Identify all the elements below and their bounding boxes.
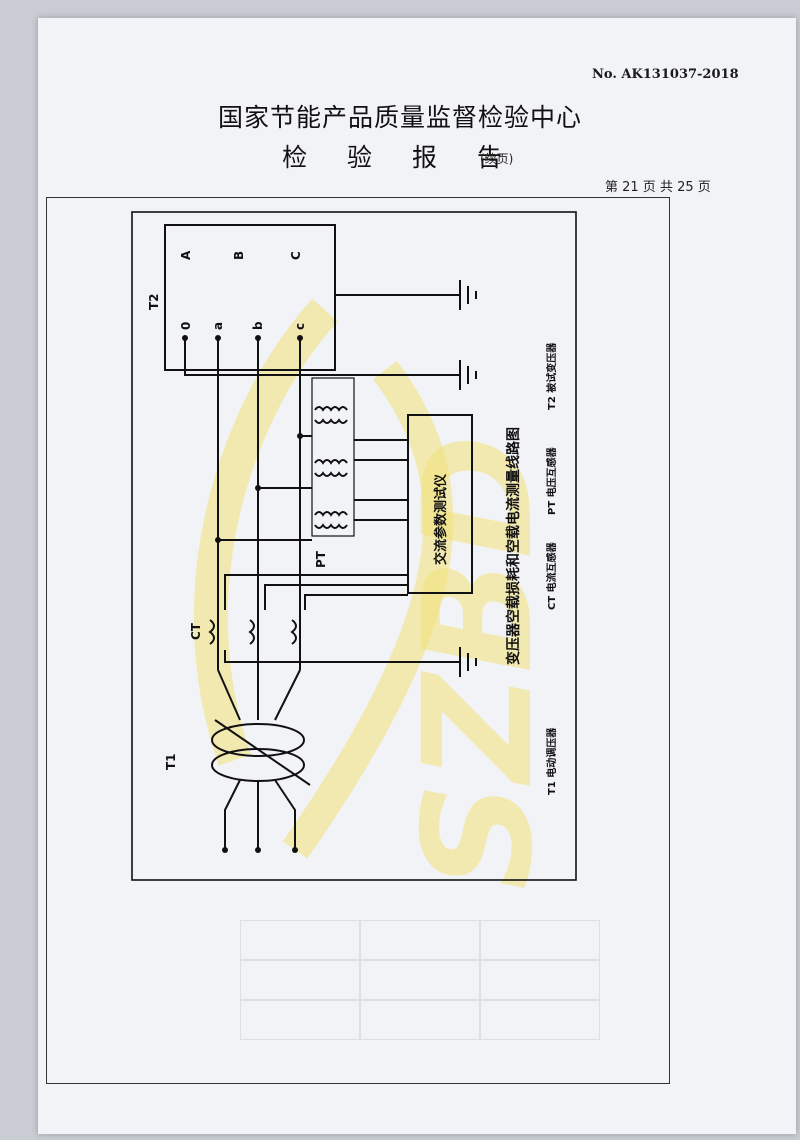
t1-label: T1 [164,753,178,770]
diagram-border [131,211,577,881]
organization-name: 国家节能产品质量监督检验中心 [217,103,582,132]
junction-dots [182,335,303,853]
analyzer-label: 交流参数测试仪 [433,473,449,565]
watermark-swoosh-left [193,298,338,766]
t1-input-c [274,669,301,721]
ct-label: CT [189,622,203,640]
legend-pt: PT 电压互感器 [545,446,558,515]
t1-input-a [217,669,241,721]
diagram-title: 变压器空载损耗和空载电流测量线路图 [505,427,522,665]
content-frame [46,197,670,1084]
show-through-table [240,920,600,1040]
ct-ground-wire [224,650,460,663]
t1-coil-lower [211,748,305,782]
t1-coil-upper [211,723,305,757]
circuit-diagram: A B C 0 a b c T2 CT PT T1 交流参数测试仪 变压器空载损… [131,211,577,881]
analyzer-box [407,414,473,594]
continued-note: (续页) [480,152,514,166]
report-number: No. AK131037-2018 [592,67,739,82]
ct-coils [208,619,297,645]
ct-to-analyzer-2 [264,584,408,610]
t1-arrow [214,719,311,786]
terminal-A-label: A [179,250,193,260]
terminal-c-label: c [293,323,307,330]
pt-coils [311,377,355,537]
t2-transformer-box [164,224,336,371]
legend-t1: T1 电动调压器 [545,727,558,795]
t1-output-c [274,779,296,850]
t1-output-a [224,779,241,850]
pt-label: PT [314,550,328,568]
report-title: 检 验 报 告 [282,143,518,172]
terminal-C-label: C [289,251,303,260]
terminal-b-label: b [251,321,265,330]
t2-label: T2 [147,293,161,310]
terminal-a-label: a [211,322,225,330]
terminal-0-label: 0 [179,322,193,330]
ct-to-analyzer-1 [224,574,408,610]
ct-to-analyzer-3 [304,594,408,610]
watermark-swoosh-right [282,361,454,859]
ground-symbols [459,280,477,677]
legend-t2: T2 被试变压器 [545,342,558,410]
page-count: 第 21 页 共 25 页 [605,180,711,195]
terminal-B-label: B [232,251,246,260]
neutral-line [184,338,460,376]
legend-ct: CT 电流互感器 [545,541,558,610]
